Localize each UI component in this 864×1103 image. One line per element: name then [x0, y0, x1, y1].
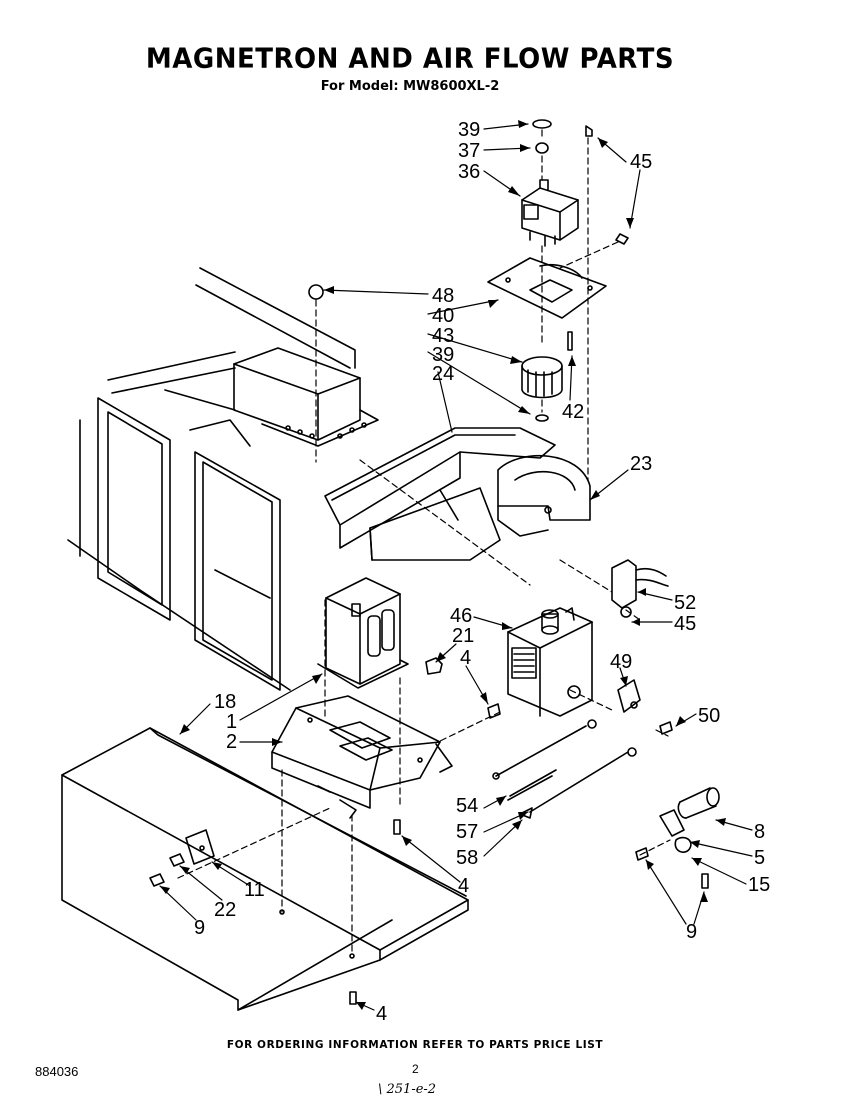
callout-36: 36 — [458, 161, 480, 183]
callout-4: 4 — [458, 875, 469, 897]
callout-45: 45 — [674, 613, 696, 635]
ordering-note: FOR ORDERING INFORMATION REFER TO PARTS … — [226, 1039, 604, 1051]
model-subtitle: For Model: MW8600XL-2 — [320, 79, 500, 94]
callout-15: 15 — [748, 874, 770, 896]
air-guide-duct — [324, 427, 556, 561]
callout-21: 21 — [452, 625, 474, 647]
callout-48: 48 — [432, 285, 454, 307]
magnetron — [507, 607, 593, 717]
callout-39: 39 — [432, 344, 454, 366]
document-number: 884036 — [35, 1064, 79, 1079]
callout-4: 4 — [460, 647, 471, 669]
transformer-bracket — [271, 695, 453, 819]
oven-cabinet — [67, 267, 379, 691]
callout-50: 50 — [698, 705, 720, 727]
fan-blade — [521, 356, 563, 422]
callout-labels: 39 37 36 45 48 40 43 39 24 42 23 52 45 4… — [194, 119, 770, 1025]
arrowheads — [160, 120, 726, 1010]
callout-11: 11 — [244, 879, 265, 901]
callout-52: 52 — [674, 592, 696, 614]
callout-5: 5 — [754, 847, 765, 869]
assembly-lines — [177, 129, 671, 956]
callout-22: 22 — [214, 899, 236, 921]
capacitor — [635, 787, 720, 889]
wire-leads — [492, 719, 637, 819]
callout-49: 49 — [610, 651, 632, 673]
callout-8: 8 — [754, 821, 765, 843]
motor-mount-plate — [487, 257, 607, 319]
handwritten-note: \ 251-e-2 — [378, 1082, 437, 1097]
callout-37: 37 — [458, 140, 480, 162]
callout-46: 46 — [450, 605, 472, 627]
fan-motor — [521, 119, 579, 247]
page-number: 2 — [412, 1062, 419, 1076]
callout-24: 24 — [432, 363, 454, 385]
callout-1: 1 — [226, 711, 237, 733]
callout-9: 9 — [194, 917, 205, 939]
callout-58: 58 — [456, 847, 478, 869]
thermal-cutout — [617, 679, 673, 735]
callout-43: 43 — [432, 325, 454, 347]
callout-18: 18 — [214, 691, 236, 713]
callout-39: 39 — [458, 119, 480, 141]
callout-40: 40 — [432, 305, 454, 327]
callout-23: 23 — [630, 453, 652, 475]
small-parts — [349, 559, 669, 1005]
callout-54: 54 — [456, 795, 478, 817]
fan-housing — [497, 454, 591, 537]
callout-45: 45 — [630, 151, 652, 173]
callout-9: 9 — [686, 921, 697, 943]
transformer — [317, 577, 409, 689]
callout-2: 2 — [226, 731, 237, 753]
callout-57: 57 — [456, 821, 478, 843]
callout-4: 4 — [376, 1003, 387, 1025]
base-plate — [61, 727, 469, 1011]
bracket-11 — [149, 829, 215, 887]
page-title: MAGNETRON AND AIR FLOW PARTS — [145, 43, 675, 75]
screws-top — [308, 125, 629, 351]
callout-42: 42 — [562, 401, 584, 423]
